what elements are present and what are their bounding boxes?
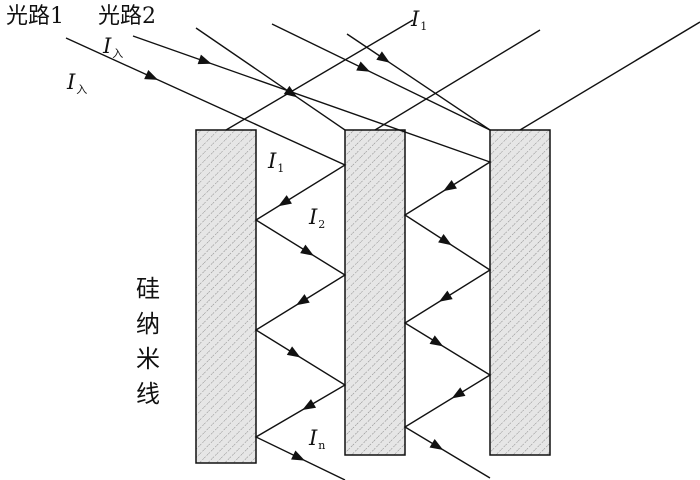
arrow-path1-seg2 (300, 244, 314, 256)
label-I-in-path2: I入 (103, 34, 124, 60)
arrow-incident-panel2 (283, 85, 298, 98)
arrow-path2-seg3 (439, 290, 453, 302)
arrow-incident-panel3 (356, 61, 371, 72)
ray-path2-zigzag (132, 35, 492, 479)
arrow-path1-seg1 (278, 195, 292, 207)
arrow-path2-seg6 (429, 438, 444, 450)
label-In: In (309, 426, 326, 452)
ray-reflect-panel2 (374, 29, 541, 131)
nanowire-panel-3 (489, 129, 551, 456)
label-I2: I2 (309, 205, 326, 231)
arrow-path1-seg4 (286, 346, 301, 358)
arrow-path1-seg6 (291, 450, 305, 461)
arrow-path2-seg5 (451, 387, 466, 399)
label-I1: I1 (268, 149, 285, 175)
ray-incident-to-panel3-b (346, 33, 491, 131)
silicon-nanowire-label: 硅 纳 米 线 (136, 275, 160, 408)
label-I1-top: I1 (411, 7, 428, 33)
ray-incident-to-panel3 (271, 23, 491, 131)
label-I-in-path1: I入 (67, 70, 88, 96)
path1-label: 光路1 (6, 4, 64, 29)
arrow-path2-incident (197, 54, 212, 65)
arrow-path2-seg1 (443, 180, 457, 192)
nanowire-panel-2 (344, 129, 406, 456)
ray-reflect-panel3 (519, 21, 700, 131)
nanowire-panel-1 (195, 129, 257, 464)
path2-label: 光路2 (98, 4, 156, 29)
arrow-path1-seg3 (296, 294, 310, 306)
arrow-path1-seg5 (302, 399, 317, 410)
ray-reflect-panel1 (225, 19, 414, 131)
arrow-path2-seg2 (438, 233, 452, 246)
arrow-path2-seg4 (429, 335, 444, 347)
arrow-path1-incident (144, 69, 159, 80)
ray-incident-to-panel2 (195, 27, 346, 131)
arrow-incident-panel3-b (376, 51, 390, 63)
